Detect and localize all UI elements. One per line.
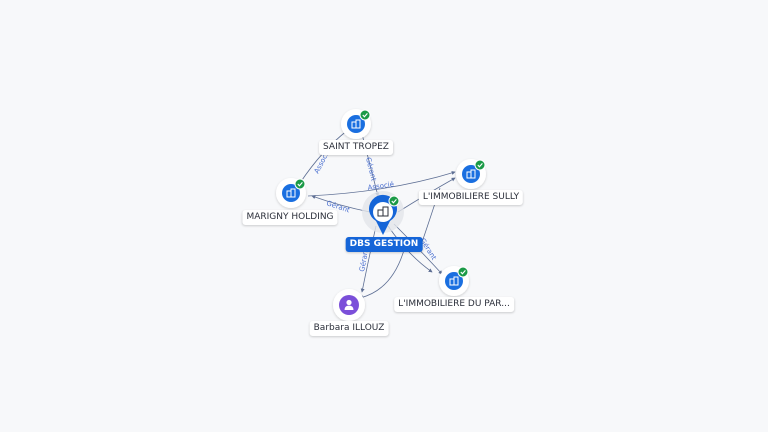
node-label-immobiliere-sully[interactable]: L'IMMOBILIERE SULLY xyxy=(418,190,524,205)
edge-dbs-barbara xyxy=(360,225,377,293)
building-icon xyxy=(466,169,476,179)
edge-dbs-barbara-2 xyxy=(359,249,405,300)
node-dbs-gestion[interactable] xyxy=(362,191,404,235)
check-icon xyxy=(457,266,469,278)
edge-label-saint-tropez-dbs: Gérant xyxy=(364,157,378,183)
node-label-barbara-illouz[interactable]: Barbara ILLOUZ xyxy=(309,321,389,336)
building-icon xyxy=(286,188,296,198)
building-icon xyxy=(449,276,459,286)
check-icon xyxy=(388,195,400,207)
check-icon xyxy=(294,178,306,190)
edge-marigny-sully xyxy=(307,171,456,197)
building-icon xyxy=(377,206,389,217)
node-immobiliere-du-par[interactable] xyxy=(439,266,469,296)
check-icon xyxy=(359,109,371,121)
node-immobiliere-sully[interactable] xyxy=(456,159,486,189)
node-marigny-holding[interactable] xyxy=(276,178,306,208)
node-label-dbs-gestion[interactable]: DBS GESTION xyxy=(345,237,423,252)
check-icon xyxy=(474,159,486,171)
node-saint-tropez[interactable] xyxy=(341,109,371,139)
node-label-saint-tropez[interactable]: SAINT TROPEZ xyxy=(319,140,393,155)
building-icon xyxy=(351,119,361,129)
node-label-marigny-holding[interactable]: MARIGNY HOLDING xyxy=(242,210,338,225)
node-barbara-illouz[interactable] xyxy=(333,289,365,321)
node-label-immobiliere-du-par[interactable]: L'IMMOBILIERE DU PAR... xyxy=(394,297,514,312)
edge-label-marigny-sully: Associé xyxy=(367,180,394,192)
person-icon xyxy=(344,299,354,310)
